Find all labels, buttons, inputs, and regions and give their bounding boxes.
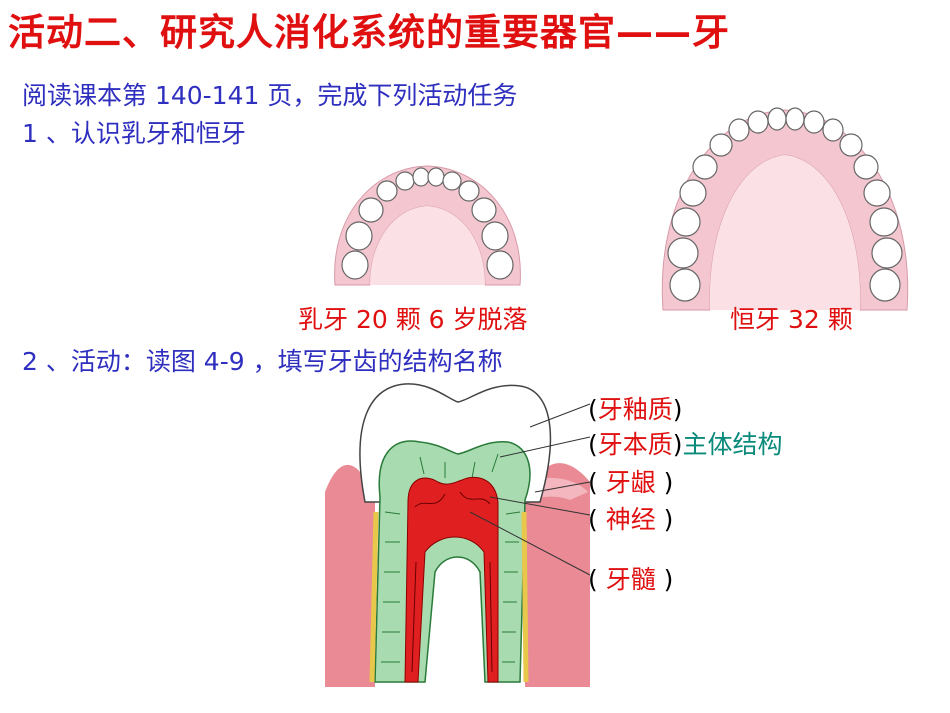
- dentin-answer: 牙本质: [597, 430, 673, 459]
- nerve-answer: 神经: [605, 505, 656, 534]
- nerve-label: ( 神经 ): [588, 505, 674, 534]
- task-2-heading: 2 、活动：读图 4-9 ，填写牙齿的结构名称: [22, 347, 503, 376]
- gum-label: ( 牙龈 ): [588, 468, 674, 497]
- pulp-answer: 牙髓: [605, 565, 656, 594]
- pulp-label: ( 牙髓 ): [588, 565, 674, 594]
- gum-answer: 牙龈: [605, 468, 656, 497]
- page-title: 活动二、研究人消化系统的重要器官——牙: [8, 11, 730, 54]
- baby-teeth-caption: 乳牙 20 颗 6 岁脱落: [298, 305, 528, 334]
- dentin-label: (牙本质)主体结构: [588, 430, 783, 459]
- adult-teeth-illustration: [661, 107, 909, 311]
- adult-teeth-caption: 恒牙 32 颗: [730, 305, 853, 334]
- main-structure-note: 主体结构: [682, 430, 783, 459]
- task-1-heading: 1 、认识乳牙和恒牙: [22, 119, 246, 148]
- enamel-label: (牙釉质): [588, 395, 683, 424]
- baby-teeth-illustration: [334, 165, 521, 286]
- enamel-answer: 牙釉质: [597, 395, 673, 424]
- reading-instruction: 阅读课本第 140-141 页，完成下列活动任务: [22, 81, 518, 110]
- tooth-structure-diagram: [325, 383, 591, 687]
